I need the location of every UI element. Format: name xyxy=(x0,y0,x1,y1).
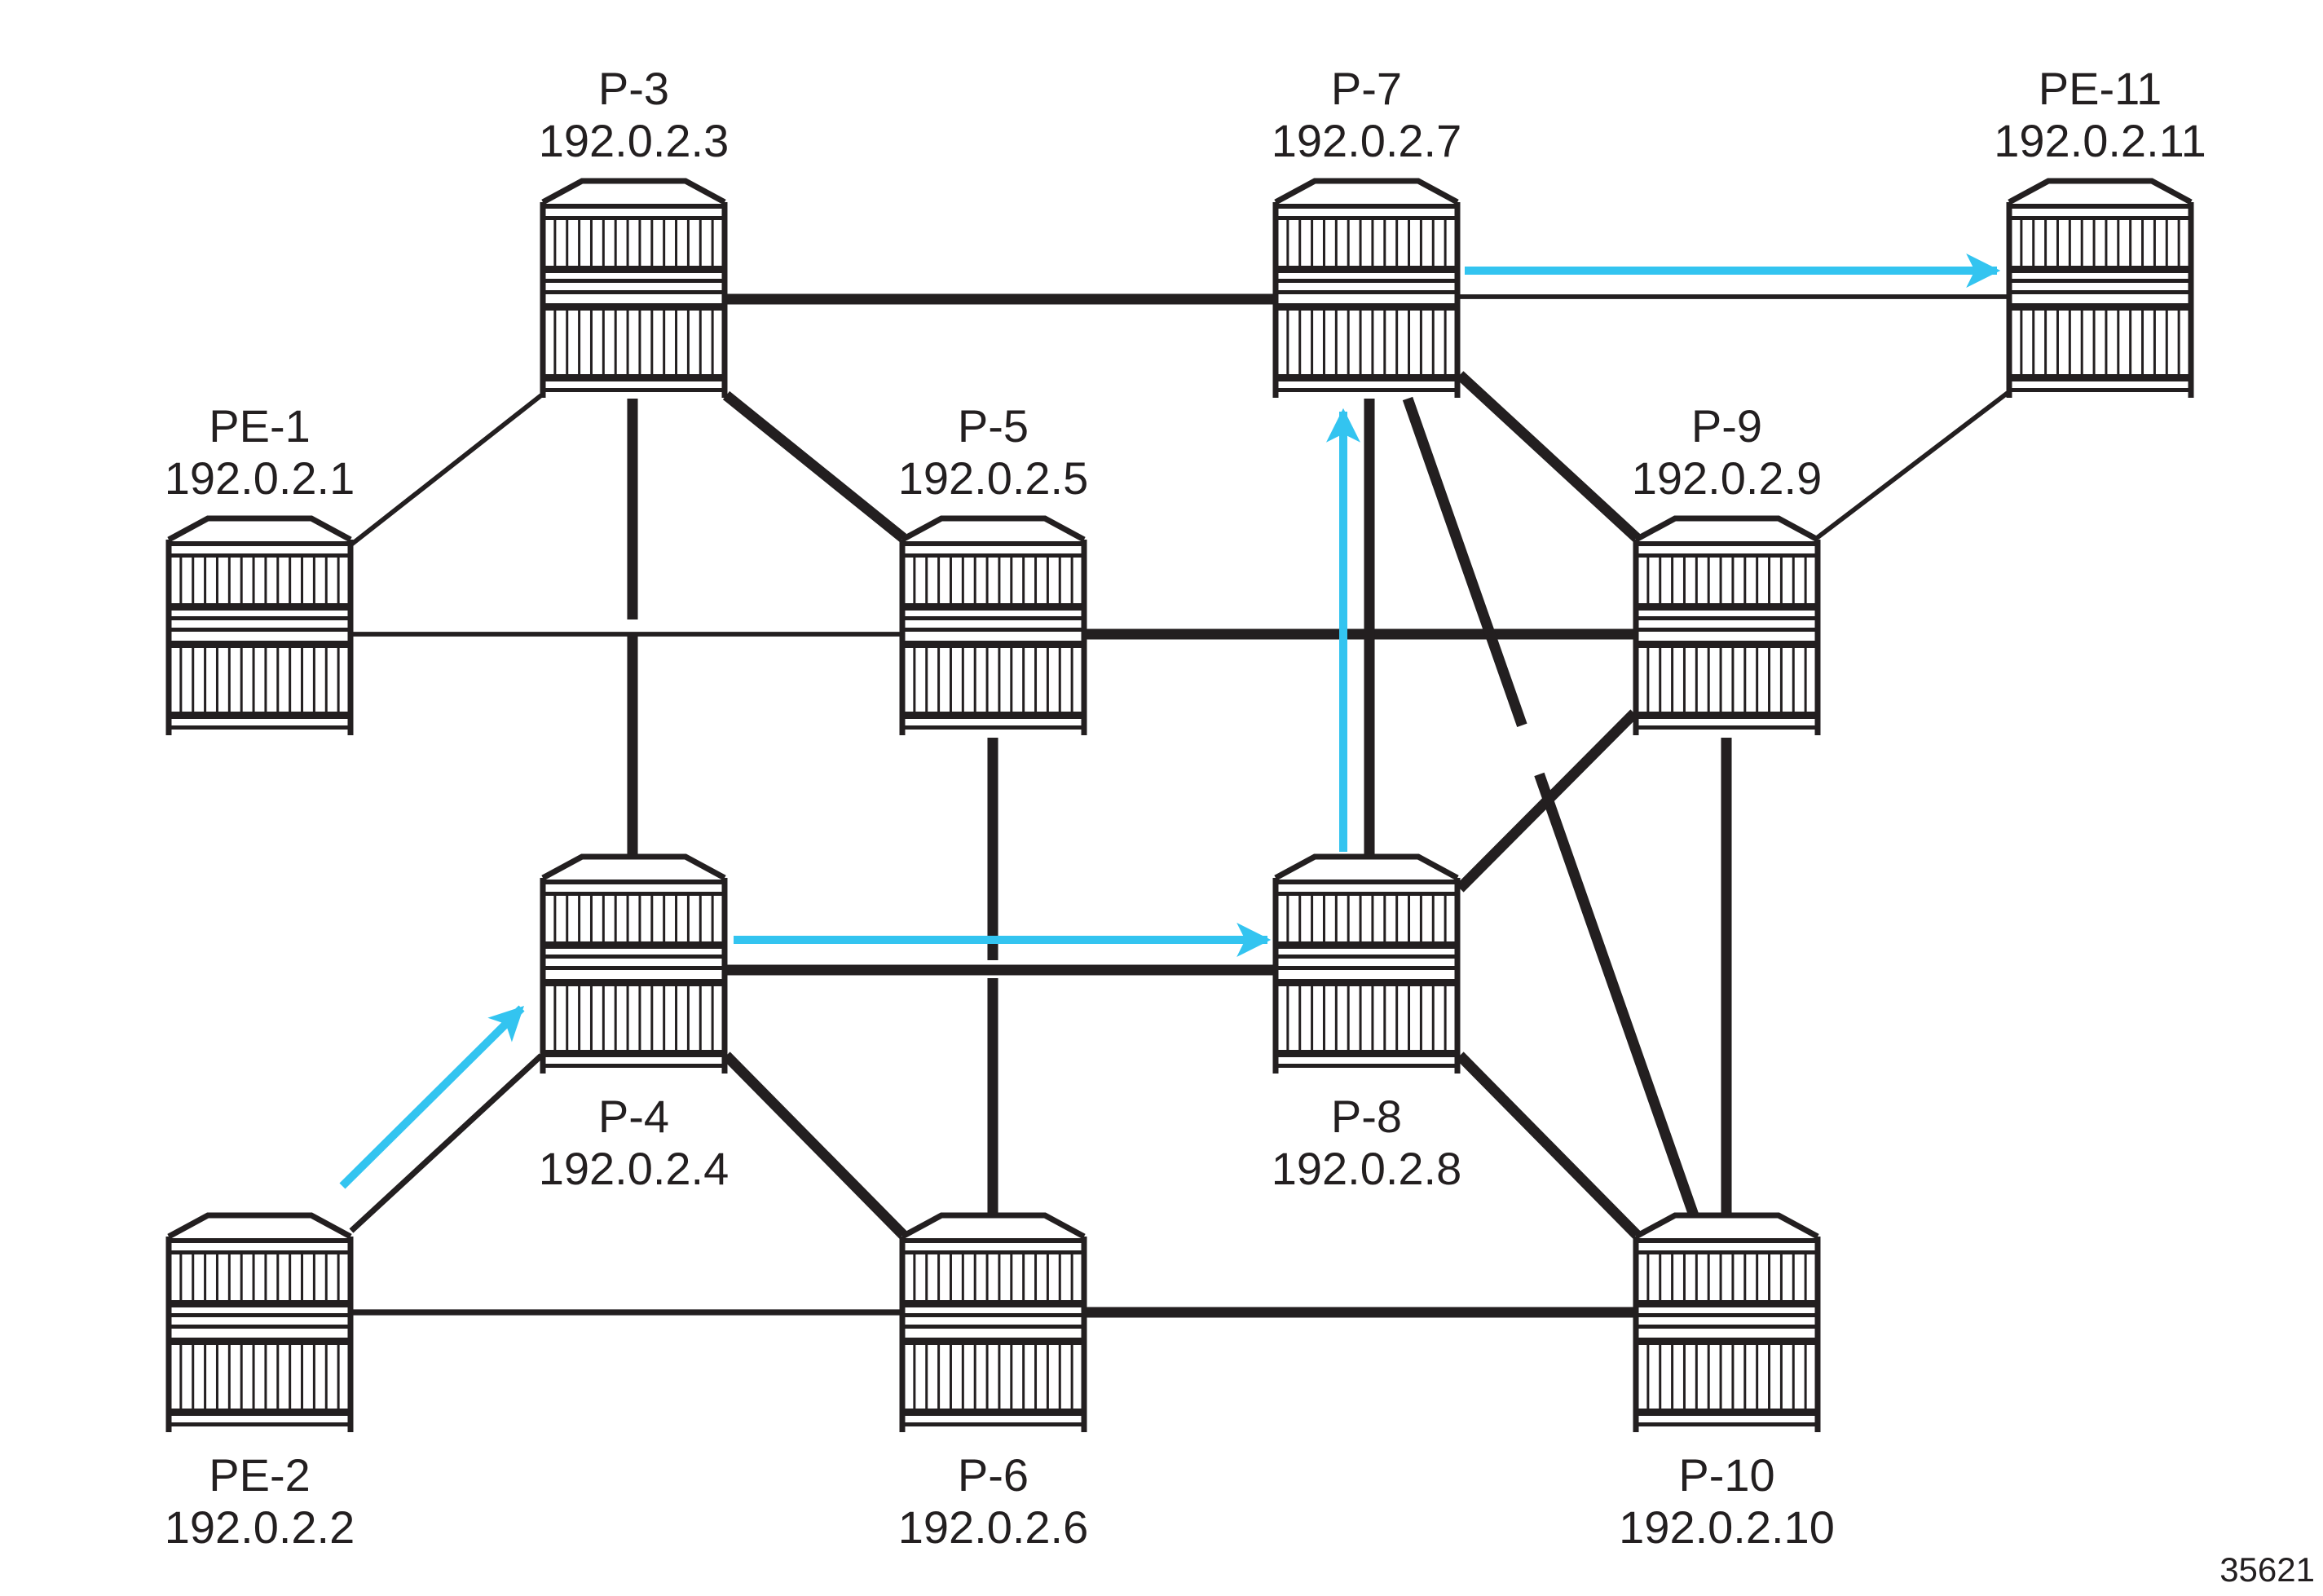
path-arrows-layer xyxy=(339,254,2001,1189)
link-p-7-p-9 xyxy=(1456,371,1641,542)
link-p-3-p-5 xyxy=(722,390,907,543)
link-line xyxy=(1534,772,1699,1218)
link-line xyxy=(1815,390,2009,540)
router-icon xyxy=(165,515,354,735)
node-name-label: P-9 xyxy=(1691,400,1762,452)
node-ip-label: 192.0.2.1 xyxy=(165,452,355,504)
node-name-label: P-8 xyxy=(1331,1091,1402,1142)
link-pe-1-p-3 xyxy=(350,393,543,547)
link-p-7-p-10 xyxy=(1402,396,1699,1218)
node-ip-label: 192.0.2.3 xyxy=(539,115,730,166)
router-icon xyxy=(165,1212,354,1432)
node-name-label: PE-2 xyxy=(209,1449,311,1501)
router-icon xyxy=(540,853,728,1074)
router-icon xyxy=(540,178,728,398)
path-arrow-pe-2-p-4 xyxy=(339,1005,525,1189)
node-ip-label: 192.0.2.6 xyxy=(898,1501,1089,1553)
router-icon xyxy=(1633,515,1821,735)
router-icon xyxy=(899,1212,1087,1432)
link-pe-2-p-4 xyxy=(349,1053,544,1233)
router-icon xyxy=(1633,1212,1821,1432)
node-ip-label: 192.0.2.9 xyxy=(1632,452,1823,504)
node-name-label: P-6 xyxy=(958,1449,1029,1501)
node-ip-label: 192.0.2.8 xyxy=(1272,1143,1462,1194)
node-ip-label: 192.0.2.5 xyxy=(898,452,1089,504)
link-line xyxy=(1456,371,1641,542)
link-p-8-p-9 xyxy=(1456,709,1638,893)
link-line xyxy=(350,393,543,547)
router-icon xyxy=(899,515,1087,735)
link-line xyxy=(349,1053,544,1233)
node-ip-label: 192.0.2.11 xyxy=(1994,115,2206,166)
node-ip-label: 192.0.2.10 xyxy=(1619,1501,1835,1553)
link-p-8-p-10 xyxy=(1456,1052,1641,1239)
node-ip-label: 192.0.2.4 xyxy=(539,1143,730,1194)
router-icon xyxy=(2006,178,2194,398)
router-icon xyxy=(1272,853,1461,1074)
node-ip-label: 192.0.2.2 xyxy=(165,1501,355,1553)
link-line xyxy=(1402,396,1527,727)
node-ip-label: 192.0.2.7 xyxy=(1272,115,1462,166)
node-name-label: P-7 xyxy=(1331,63,1402,114)
link-p-4-p-6 xyxy=(722,1052,907,1239)
link-p-9-pe-11 xyxy=(1815,390,2009,540)
node-name-label: P-4 xyxy=(598,1091,669,1142)
link-line xyxy=(1456,709,1638,893)
router-icon xyxy=(1272,178,1461,398)
node-name-label: PE-1 xyxy=(209,400,311,452)
node-name-label: PE-11 xyxy=(2039,63,2162,114)
node-name-label: P-5 xyxy=(958,400,1029,452)
nodes-layer: PE-1192.0.2.1PE-2192.0.2.2P-3192.0.2.3P-… xyxy=(165,63,2206,1553)
node-name-label: P-10 xyxy=(1678,1449,1774,1501)
links-layer xyxy=(349,293,2009,1318)
link-line xyxy=(1456,1052,1641,1239)
link-line xyxy=(722,390,907,543)
node-name-label: P-3 xyxy=(598,63,669,114)
link-line xyxy=(722,1052,907,1239)
figure-id: 35621 xyxy=(2219,1550,2315,1589)
